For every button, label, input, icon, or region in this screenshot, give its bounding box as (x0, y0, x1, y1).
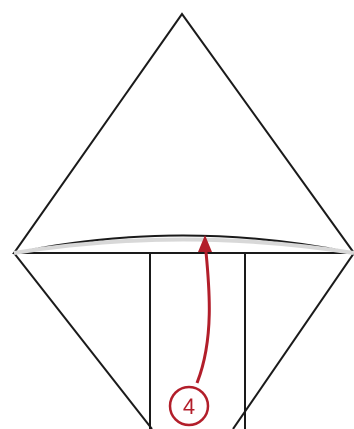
flap-shading (14, 240, 354, 254)
top-triangle (14, 14, 354, 253)
bottom-right-edge (233, 253, 354, 429)
bottom-left-edge (14, 253, 152, 429)
fold-arrow-head-icon (198, 235, 212, 252)
fold-arrow-shaft (197, 242, 209, 383)
step-number-label: 4 (183, 394, 195, 419)
